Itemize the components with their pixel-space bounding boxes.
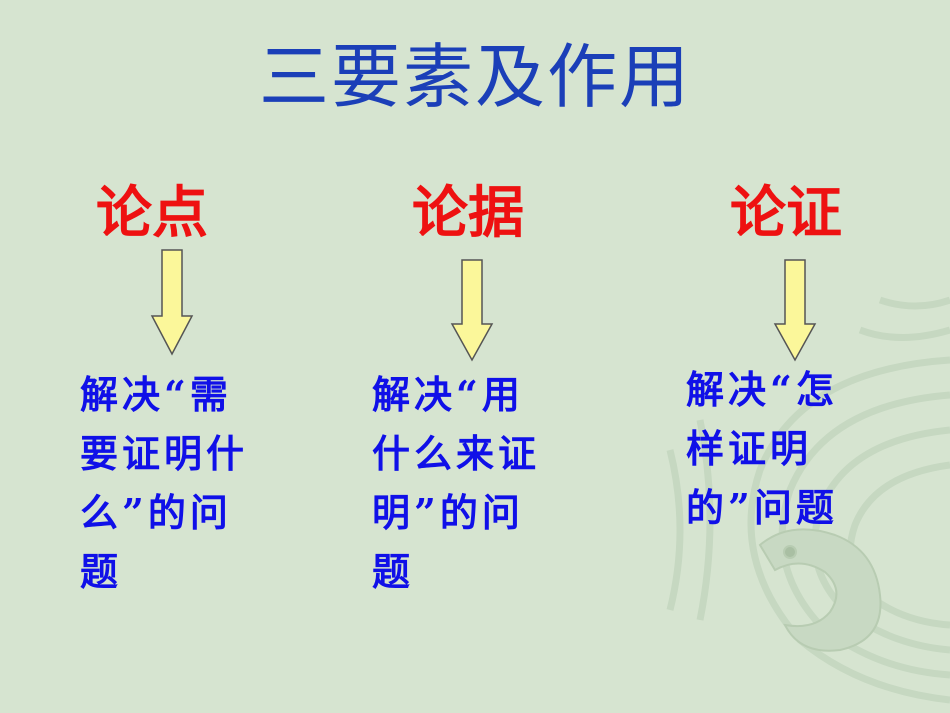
heading-lunzheng: 论证 <box>730 180 842 246</box>
down-arrow-icon <box>150 249 194 356</box>
heading-lundian: 论点 <box>96 180 208 246</box>
page-title: 三要素及作用 <box>259 36 691 118</box>
description-lunju: 解决“用 什么来证 明”的问 题 <box>372 372 541 594</box>
heading-lunju: 论据 <box>412 180 524 246</box>
description-lundian: 解决“需 要证明什 么”的问 题 <box>80 372 249 594</box>
dragon-motif <box>758 528 882 652</box>
down-arrow-icon <box>773 259 817 362</box>
description-lunzheng: 解决“怎 样证明 的”问题 <box>686 367 838 530</box>
down-arrow-icon <box>450 259 494 362</box>
